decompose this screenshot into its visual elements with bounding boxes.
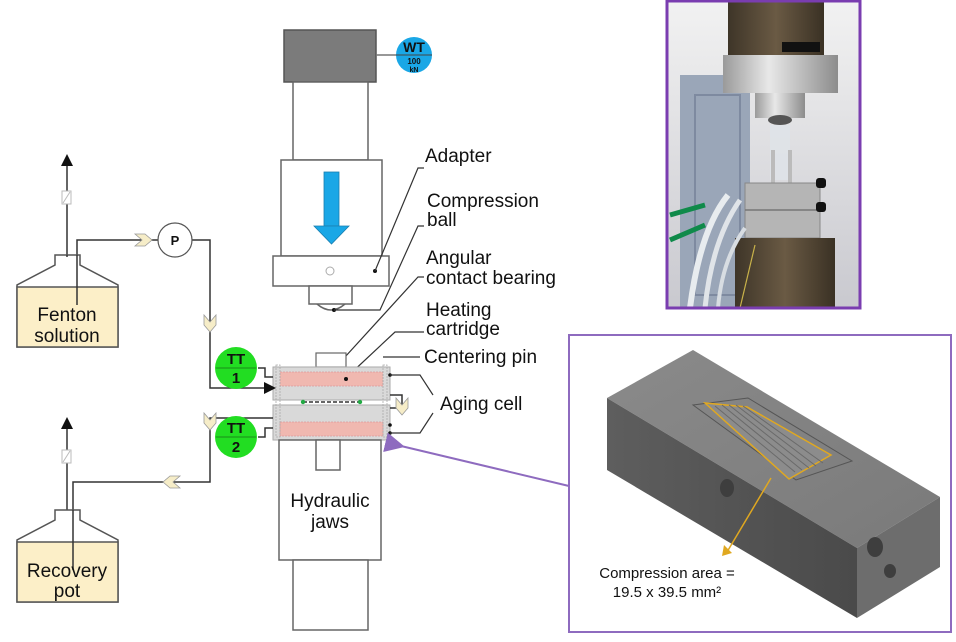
- label-aging-cell: Aging cell: [440, 394, 522, 415]
- adapter-block: [272, 255, 390, 287]
- label-compression-ball-2: ball: [427, 210, 457, 231]
- channel-grooves: [714, 404, 824, 473]
- label-hydraulic-1: Hydraulic: [290, 491, 369, 512]
- recovery-label-2: pot: [54, 581, 81, 602]
- valve-recovery-icon: [61, 449, 72, 464]
- hydraulic-jaws: [278, 439, 382, 631]
- valve-fenton-icon: [61, 190, 72, 205]
- force-arrow-icon: [313, 171, 350, 245]
- leader-lines: [334, 167, 424, 377]
- label-adapter: Adapter: [425, 146, 492, 167]
- fenton-tank: [16, 254, 119, 348]
- label-centering-pin: Centering pin: [424, 347, 537, 368]
- block-end-face: [857, 497, 940, 618]
- compression-area-caption-1: Compression area =: [599, 565, 735, 582]
- tt2-number: 2: [232, 439, 240, 456]
- load-sensor-wt-icon: WT 100 kN: [396, 37, 432, 74]
- inset-render-panel: Compression area = 19.5 x 39.5 mm²: [568, 334, 952, 633]
- label-hydraulic-2: jaws: [310, 512, 349, 533]
- wt-unit: kN: [410, 67, 419, 74]
- thermocouple-2-icon: TT 2: [215, 416, 257, 458]
- fenton-label-2: solution: [34, 326, 100, 347]
- wt-label: WT: [403, 39, 425, 55]
- setup-photo: [665, 0, 862, 310]
- thermocouple-1-icon: TT 1: [215, 347, 257, 389]
- tt1-label: TT: [227, 351, 245, 368]
- tt2-label: TT: [227, 420, 245, 437]
- label-heating-1: Heating: [426, 300, 492, 321]
- compression-area-caption-2: 19.5 x 39.5 mm²: [613, 584, 721, 601]
- flow-chevron-icon: [133, 233, 409, 489]
- label-bearing-1: Angular: [426, 248, 492, 269]
- pump-icon: P: [157, 222, 193, 258]
- aging-cell: [272, 352, 392, 441]
- recovery-label-1: Recovery: [27, 561, 108, 582]
- pump-label: P: [171, 233, 180, 248]
- fenton-label-1: Fenton: [37, 305, 96, 326]
- tt1-number: 1: [232, 370, 240, 387]
- label-compression-ball-1: Compression: [427, 191, 539, 212]
- label-bearing-2: contact bearing: [426, 268, 556, 289]
- inset-connector-arrow: [383, 432, 570, 487]
- load-cell: [283, 29, 398, 83]
- label-heating-2: cartridge: [426, 319, 500, 340]
- upper-rod: [292, 81, 369, 161]
- block-front-face: [607, 398, 857, 618]
- bearing-housing: [308, 285, 353, 312]
- wt-capacity: 100: [407, 57, 421, 66]
- heater-upper: [279, 371, 384, 387]
- heater-lower: [279, 421, 384, 437]
- recovery-tank: [16, 509, 119, 603]
